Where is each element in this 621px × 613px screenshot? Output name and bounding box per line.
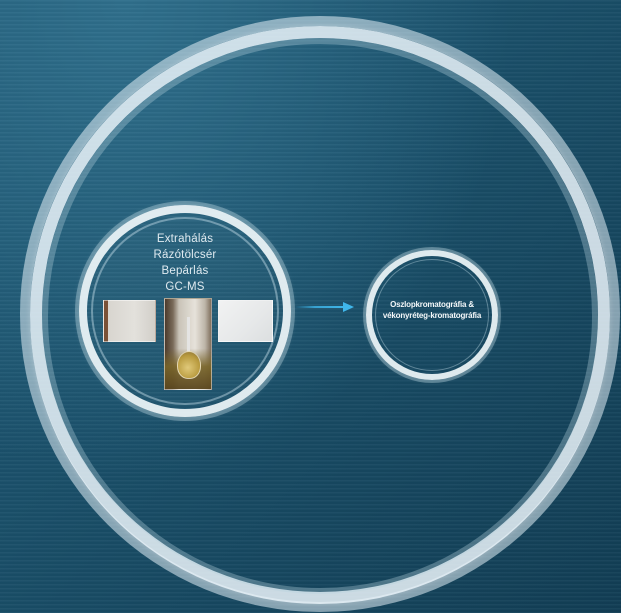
right-topic-label: Oszlopkromatográfia & vékonyréteg-kromat…	[372, 299, 492, 321]
right-topic-inner-ring	[375, 259, 489, 371]
topic-item-extraction: Extrahálás	[156, 233, 214, 245]
arrow-right-icon	[295, 302, 354, 312]
outer-frame-ring-shadow	[42, 38, 598, 594]
topic-item-gc-ms: GC-MS	[165, 281, 205, 293]
separatory-funnel-photo[interactable]	[164, 298, 212, 390]
right-topic-line-1: Oszlopkromatográfia &	[390, 300, 474, 309]
left-topic-frame[interactable]: Extrahálás Rázótölcsér Bepárlás GC-MS	[79, 205, 291, 417]
outer-frame-ring[interactable]	[20, 16, 620, 612]
funnel-stem	[187, 317, 190, 353]
topic-item-evaporation: Bepárlás	[161, 265, 209, 277]
topic-item-separatory-funnel: Rázótölcsér	[153, 249, 217, 261]
extraction-photo[interactable]	[103, 300, 156, 342]
left-topic-inner-ring	[91, 217, 279, 405]
right-topic-line-2: vékonyréteg-kromatográfia	[382, 311, 482, 320]
left-topic-list: Extrahálás Rázótölcsér Bepárlás GC-MS	[87, 231, 283, 295]
flask	[177, 351, 201, 379]
evaporation-photo[interactable]	[218, 300, 273, 342]
right-topic-frame[interactable]: Oszlopkromatográfia & vékonyréteg-kromat…	[366, 250, 498, 380]
